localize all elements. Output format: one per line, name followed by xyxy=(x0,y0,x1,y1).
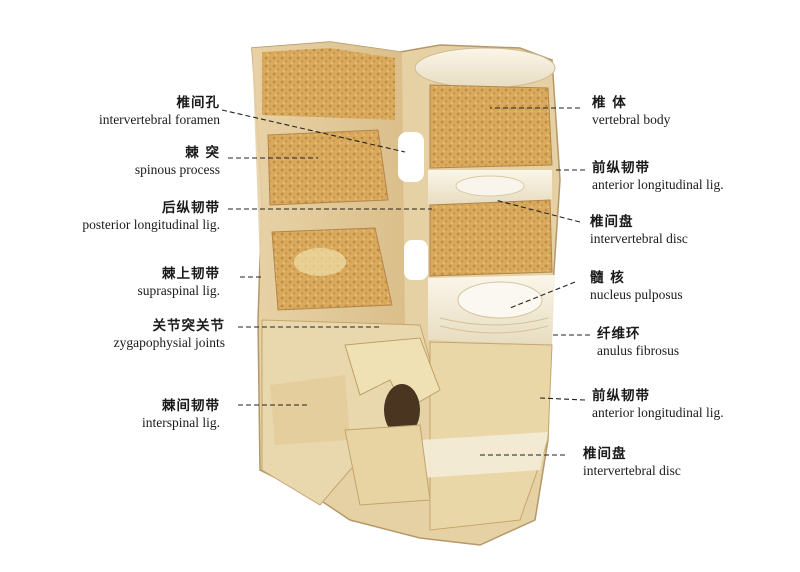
label-anulus-fibrosus: 纤维环 anulus fibrosus xyxy=(597,326,679,360)
vertebral-body-lower xyxy=(429,199,553,277)
label-en: intervertebral disc xyxy=(583,462,681,478)
spinous-process-middle xyxy=(267,129,389,206)
label-spinous-process: 棘 突 spinous process xyxy=(135,145,220,179)
label-zh: 椎间盘 xyxy=(590,214,634,230)
leader-nucleus-pulposus xyxy=(509,281,576,309)
label-anterior-longitudinal-lig-lower: 前纵韧带 anterior longitudinal lig. xyxy=(592,388,724,422)
label-zh: 棘间韧带 xyxy=(162,398,220,414)
label-zh: 纤维环 xyxy=(597,326,641,342)
anulus-rings xyxy=(439,317,549,334)
label-en: nucleus pulposus xyxy=(590,286,683,302)
label-zh: 前纵韧带 xyxy=(592,388,650,404)
label-nucleus-pulposus: 髓 核 nucleus pulposus xyxy=(590,270,683,304)
label-zh: 椎 体 xyxy=(592,95,627,111)
label-posterior-longitudinal-lig: 后纵韧带 posterior longitudinal lig. xyxy=(82,200,220,234)
leader-anterior-longitudinal-lig-lower xyxy=(539,397,586,401)
spinous-process-upper xyxy=(262,48,395,120)
foramen-hole-lower xyxy=(404,240,428,280)
lower-foramen xyxy=(384,384,420,436)
label-en: anterior longitudinal lig. xyxy=(592,404,724,420)
label-en: posterior longitudinal lig. xyxy=(82,216,220,232)
label-zygapophysial-joints: 关节突关节 zygapophysial joints xyxy=(114,318,225,352)
label-en: intervertebral disc xyxy=(590,230,688,246)
interspinal-region xyxy=(270,375,350,445)
label-en: supraspinal lig. xyxy=(137,282,221,298)
label-en: interspinal lig. xyxy=(142,414,220,430)
foramen-hole-upper xyxy=(398,132,424,182)
label-zh: 关节突关节 xyxy=(152,318,225,334)
label-supraspinal-lig: 棘上韧带 supraspinal lig. xyxy=(138,266,221,300)
label-en: anulus fibrosus xyxy=(597,342,680,358)
label-en: intervertebral foramen xyxy=(98,111,220,127)
label-intervertebral-disc-upper: 椎间盘 intervertebral disc xyxy=(590,214,688,248)
lower-process xyxy=(344,424,431,506)
disc-nucleus-upper xyxy=(455,175,525,197)
label-en: spinous process xyxy=(134,161,220,177)
label-vertebral-body: 椎 体 vertebral body xyxy=(592,95,670,129)
label-en: zygapophysial joints xyxy=(113,334,225,350)
label-zh: 棘上韧带 xyxy=(162,266,220,282)
label-zh: 棘 突 xyxy=(185,145,220,161)
label-zh: 前纵韧带 xyxy=(592,160,650,176)
vertebral-body-upper xyxy=(429,84,553,169)
label-anterior-longitudinal-lig-upper: 前纵韧带 anterior longitudinal lig. xyxy=(592,160,724,194)
label-interspinal-lig: 棘间韧带 interspinal lig. xyxy=(142,398,220,432)
label-intervertebral-foramen: 椎间孔 intervertebral foramen xyxy=(99,95,220,129)
label-en: anterior longitudinal lig. xyxy=(592,176,724,192)
spinous-process-lower-highlight xyxy=(294,248,346,276)
leader-intervertebral-foramen xyxy=(221,109,406,153)
label-zh: 后纵韧带 xyxy=(162,200,220,216)
label-en: vertebral body xyxy=(592,111,671,127)
nucleus-pulposus-shape xyxy=(457,281,543,319)
leader-intervertebral-disc-upper xyxy=(494,199,581,223)
label-zh: 椎间盘 xyxy=(583,446,627,462)
label-zh: 髓 核 xyxy=(590,270,625,286)
label-zh: 椎间孔 xyxy=(176,95,220,111)
label-intervertebral-disc-lower: 椎间盘 intervertebral disc xyxy=(583,446,681,480)
